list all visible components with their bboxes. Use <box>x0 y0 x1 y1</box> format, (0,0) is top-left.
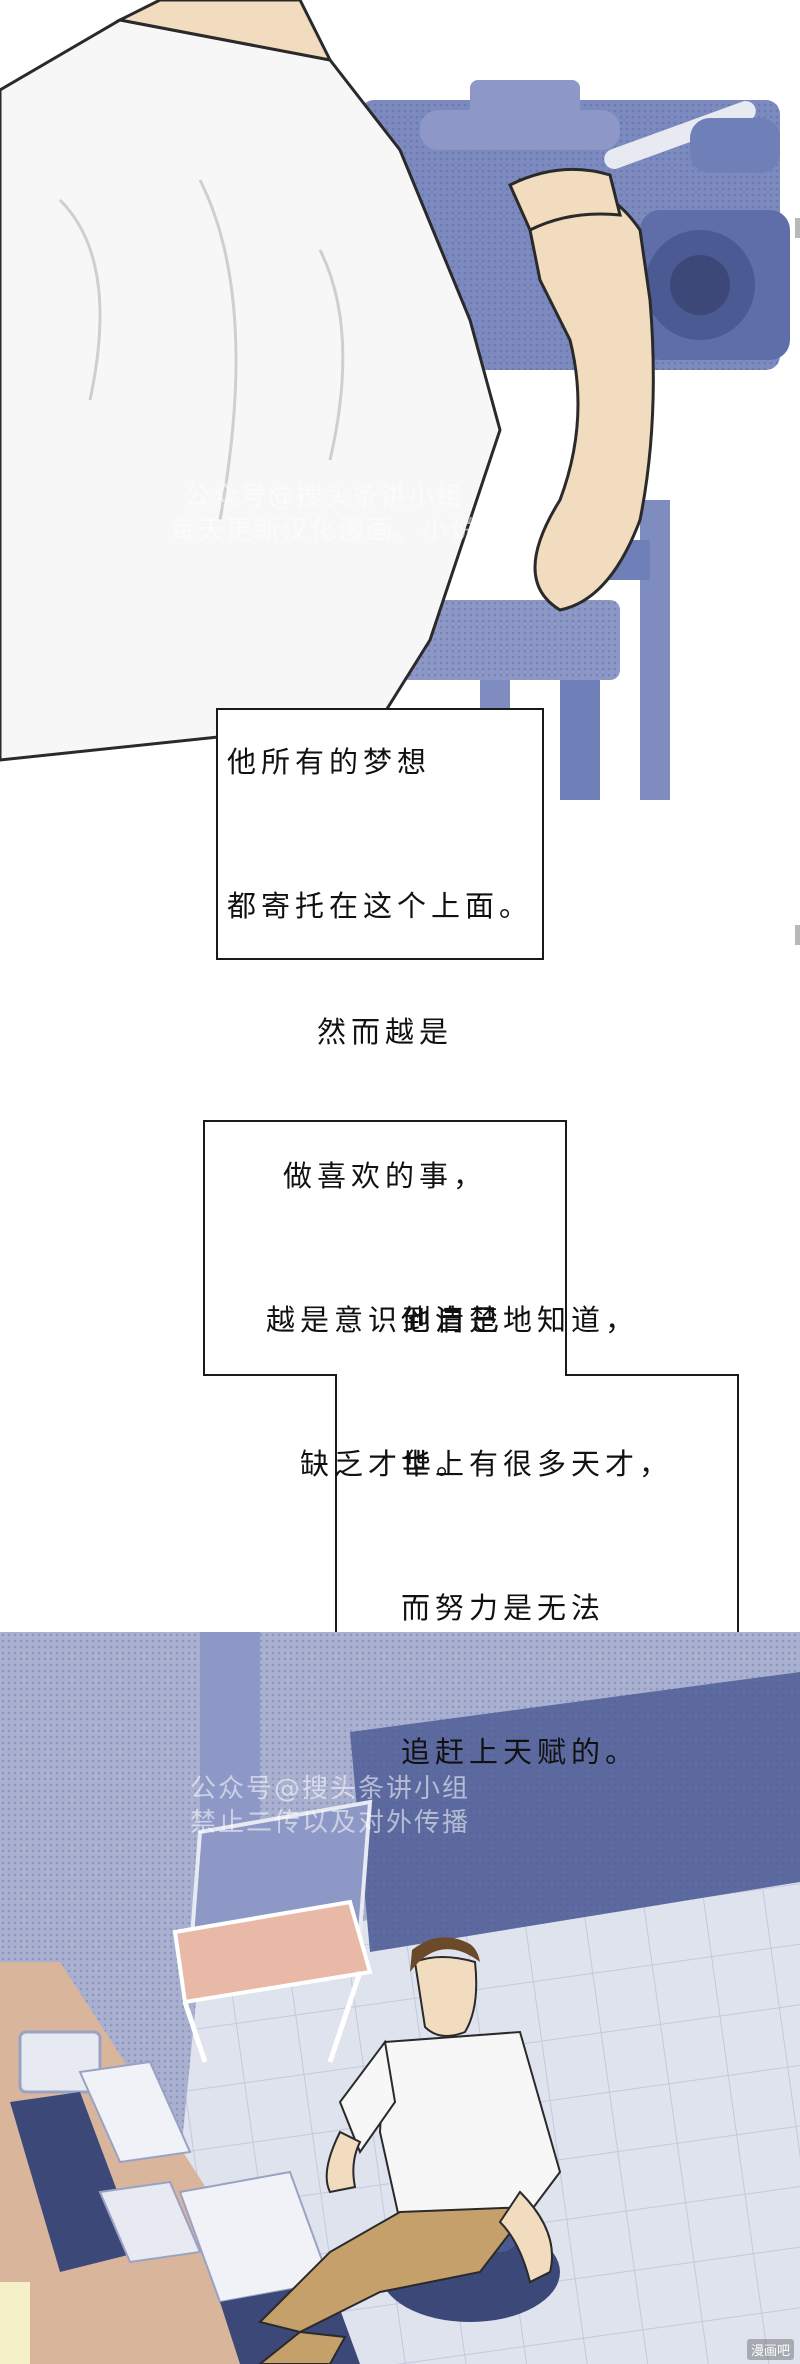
watermark-line: 公众号@搜头条讲小组 <box>184 482 465 512</box>
panel-editing-room: 公众号@搜头条讲小组 禁止二传以及对外传播 漫画吧 <box>0 1632 800 2364</box>
caption-text: 他所有的梦想 都寄托在这个上面。 <box>227 642 533 1026</box>
scroll-marker <box>795 218 800 238</box>
site-logo: 漫画吧 <box>746 2339 794 2360</box>
caption-box: 他所有的梦想 都寄托在这个上面。 <box>216 708 544 960</box>
caption-box-talent: 他清楚地知道， 世上有很多天才， 而努力是无法 追赶上天赋的。 <box>336 1303 738 1769</box>
caption-line: 缺乏才华。 <box>299 1447 470 1481</box>
editing-desk <box>0 1962 360 2364</box>
man-white-shirt <box>0 0 655 762</box>
man-sitting <box>258 1937 562 2364</box>
panel-camera: 公众号@搜头条讲小组 每天更新汉化漫画、小说 <box>0 0 800 800</box>
caption-line: 他所有的梦想 <box>226 745 431 779</box>
watermark-line: 禁止二传以及对外传播 <box>190 1808 471 1838</box>
caption-line: 越是意识到自己 <box>265 1303 504 1337</box>
caption-line: 做喜欢的事， <box>282 1159 487 1193</box>
caption-line: 世上有很多天才， <box>400 1447 673 1481</box>
caption-line: 而努力是无法 <box>400 1591 605 1625</box>
caption-text: 然而越是 做喜欢的事， 越是意识到自己 缺乏才华。 <box>266 912 504 1584</box>
caption-text: 他清楚地知道， 世上有很多天才， 而努力是无法 追赶上天赋的。 <box>401 1200 673 1872</box>
camera-scene-illustration <box>0 0 790 800</box>
scroll-marker <box>795 925 800 945</box>
caption-line: 追赶上天赋的。 <box>400 1735 639 1769</box>
caption-line: 都寄托在这个上面。 <box>226 889 533 923</box>
watermark: 公众号@搜头条讲小组 禁止二传以及对外传播 <box>190 1772 470 1840</box>
caption-line: 他清楚地知道， <box>400 1303 639 1337</box>
folding-chair <box>172 1799 373 2063</box>
caption-line: 然而越是 <box>316 1015 453 1049</box>
watermark: 公众号@搜头条讲小组 每天更新汉化漫画、小说 <box>170 480 478 548</box>
watermark-line: 每天更新汉化漫画、小说 <box>170 516 479 546</box>
caption-box-doing-what-you-love: 然而越是 做喜欢的事， 越是意识到自己 缺乏才华。 <box>204 1015 566 1481</box>
editing-room-illustration <box>0 1632 800 2364</box>
watermark-line: 公众号@搜头条讲小组 <box>190 1774 471 1804</box>
